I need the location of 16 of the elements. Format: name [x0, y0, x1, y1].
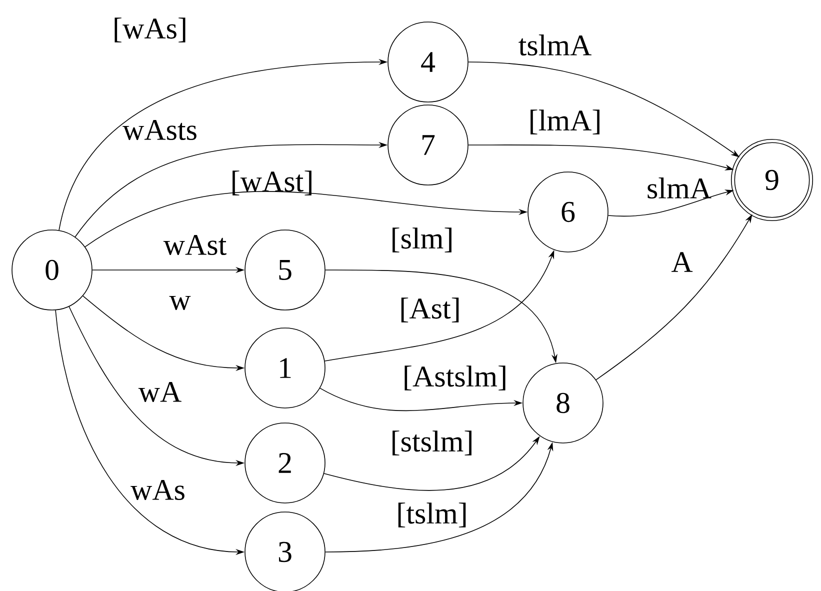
edge-label: [tslm] [398, 502, 466, 528]
edge-label: slmA [648, 177, 712, 199]
edge-label: A [671, 252, 693, 272]
edge-label: [lmA] [530, 110, 600, 134]
edge-label: [wAs] [114, 18, 186, 42]
edge-label: [Astslm] [404, 366, 506, 390]
edge-label: tslmA [518, 34, 592, 56]
edge-label: [wAst] [232, 170, 312, 196]
edge-label: wAsts [122, 120, 196, 140]
edge-label: [slm] [392, 228, 452, 252]
edge-label: [stslm] [392, 430, 472, 456]
edge-label: wAst [163, 234, 226, 256]
edge-label: [Ast] [401, 298, 459, 322]
edge-label: wAs [130, 480, 184, 500]
edge-label: wA [138, 382, 182, 402]
edge-label: w [169, 296, 191, 310]
